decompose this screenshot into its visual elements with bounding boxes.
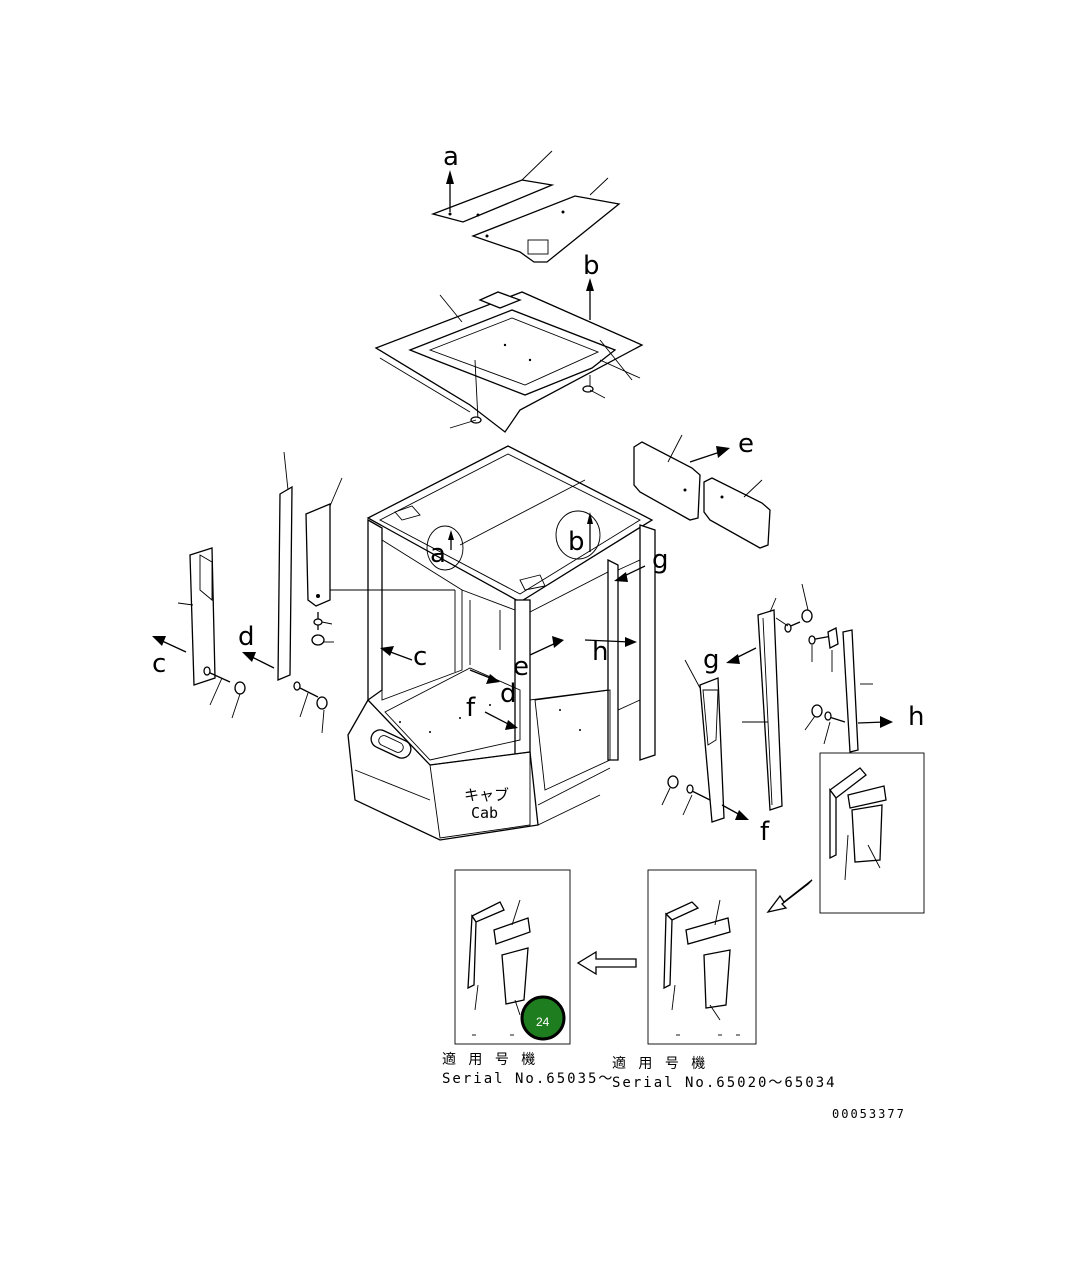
inset-arrows [576,879,813,976]
cab-label-en: Cab [471,804,498,822]
callout-g-upper: g [652,545,669,575]
callout-f-mid: f [466,693,476,723]
callout-a-top: a [443,142,459,172]
callout-g-right: g [703,645,720,675]
callout-h-right: h [908,702,924,732]
roof-frame [374,291,644,433]
reference-badge[interactable]: 24 [520,995,566,1041]
callout-c-mid: c [413,642,427,672]
roof-panels [430,150,621,263]
detail-inset-right [819,752,925,914]
callout-b-top: b [583,251,600,281]
cab-body [347,445,656,841]
serial-left-jp: 適 用 号 機 [442,1051,537,1068]
callout-h-mid: h [592,637,608,667]
badge-number: 24 [536,1015,550,1029]
callout-c-left: c [152,649,166,679]
serial-right-en: Serial No.65020～65034 [612,1075,837,1091]
callout-a-cab: a [430,539,446,569]
callout-d-mid: d [500,679,517,709]
serial-right-jp: 適 用 号 機 [612,1055,707,1072]
serial-left-en: Serial No.65035～ [442,1071,614,1087]
cab-label-jp: キャブ [464,786,509,804]
drawing-number: 00053377 [832,1107,906,1121]
right-pillar-covers [684,597,873,823]
callout-e-right: e [738,429,754,459]
callout-b-cab: b [568,527,585,557]
right-bolts [661,583,846,816]
callout-d-left: d [238,622,255,652]
callout-e-mid: e [513,652,529,682]
left-bolts [203,612,334,734]
detail-inset-middle [647,869,757,1045]
left-pillar-covers [177,451,455,686]
detail-inset-left [454,869,571,1045]
callout-f-right: f [760,817,770,847]
side-window-panels [633,434,771,549]
